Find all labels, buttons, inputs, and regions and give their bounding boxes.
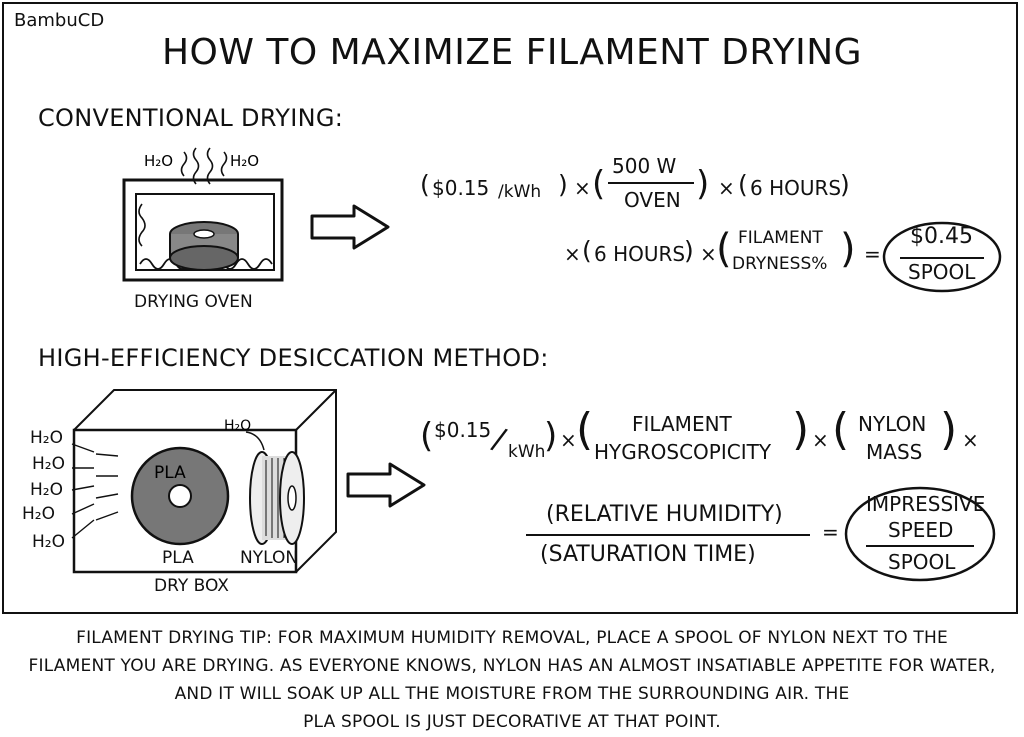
result-value: $0.45 [910,224,973,249]
caption-line-3: AND IT WILL SOAK UP ALL THE MOISTURE FRO… [174,684,850,704]
comic-panel: BambuCD HOW TO MAXIMIZE FILAMENT DRYING … [2,2,1018,614]
saturation-time: (SATURATION TIME) [540,542,756,567]
times-5: × [560,428,577,452]
drying-oven-illustration: H₂O H₂O [122,147,284,282]
result-oval-conventional [882,221,1002,293]
nylon-denominator: MASS [866,440,923,464]
drying-oven-label: DRYING OVEN [134,292,253,312]
times-7: × [962,428,979,452]
dryness-word: DRYNESS% [732,254,828,274]
paren-close-3: ) [840,170,850,199]
arrow-desiccation [346,462,426,508]
water-label-1: H₂O [30,428,63,448]
oven-denominator: OVEN [624,188,681,212]
result-spool: SPOOL [888,550,956,574]
dry-box-label: DRY BOX [154,576,229,596]
arrow-conventional [310,204,390,250]
paren-close-6: ) [544,416,558,456]
pla-spool-text: PLA [154,463,186,483]
times-1: × [574,176,591,200]
paren-open-7: ( [576,404,594,455]
caption-line-4: PLA SPOOL IS JUST DECORATIVE AT THAT POI… [303,712,721,732]
fraction-bar-oven [608,182,694,184]
result-speed: SPEED [888,518,954,542]
times-4: × [700,242,717,266]
paren-open-5: ( [716,226,732,272]
water-label-right: H₂O [230,152,259,170]
filament-word: FILAMENT [738,228,823,248]
equals-2: = [822,520,839,544]
result-oval-desiccation [844,486,996,582]
caption: FILAMENT DRYING TIP: FOR MAXIMUM HUMIDIT… [0,624,1024,736]
fraction-bar-humidity [526,534,810,536]
slash: / [488,421,510,458]
water-label-5: H₂O [32,532,65,552]
per-kwh: /kWh [498,182,542,202]
times-3: × [564,242,581,266]
pla-label: PLA [162,548,194,568]
water-label-4: H₂O [22,504,55,524]
price-value: $0.15 [432,176,490,200]
relative-humidity: (RELATIVE HUMIDITY) [546,502,783,527]
paren-open-6: ( [420,416,434,456]
times-2: × [718,176,735,200]
paren-close-1: ) [558,170,568,199]
paren-close-7: ) [792,404,810,455]
conventional-heading: CONVENTIONAL DRYING: [38,104,344,132]
price-value-2: $0.15 [434,418,492,442]
equals-1: = [864,242,881,266]
hours-1: 6 HOURS [750,176,842,200]
result-unit: SPOOL [908,260,976,284]
water-label-2: H₂O [32,454,65,474]
per-kwh-2: kWh [508,442,546,462]
brand-label: BambuCD [14,10,105,31]
paren-open-8: ( [832,404,850,455]
water-label-left: H₂O [144,152,173,170]
water-label-3: H₂O [30,480,63,500]
paren-close-5: ) [840,226,856,272]
page-title: HOW TO MAXIMIZE FILAMENT DRYING [161,32,863,73]
paren-close-4: ) [684,236,694,265]
hours-2: 6 HOURS [594,242,686,266]
nylon-numerator: NYLON [858,412,927,436]
desiccation-heading: HIGH-EFFICIENCY DESICCATION METHOD: [38,344,549,372]
paren-close-2: ) [696,164,710,204]
times-6: × [812,428,829,452]
nylon-label: NYLON [240,548,299,568]
paren-close-8: ) [940,404,958,455]
water-label-nylon: H₂O [224,418,251,434]
hygro-denominator: HYGROSCOPICITY [594,440,772,464]
paren-open-1: ( [420,170,430,199]
hygro-numerator: FILAMENT [632,412,732,436]
paren-open-3: ( [738,170,748,199]
oven-watts: 500 W [612,154,677,178]
paren-open-2: ( [592,164,606,204]
paren-open-4: ( [582,236,592,265]
dry-box-illustration: PLA H₂O [71,389,337,574]
caption-line-2: FILAMENT YOU ARE DRYING. AS EVERYONE KNO… [28,656,996,676]
caption-line-1: FILAMENT DRYING TIP: FOR MAXIMUM HUMIDIT… [76,628,948,648]
result-impressive: IMPRESSIVE [866,492,986,516]
